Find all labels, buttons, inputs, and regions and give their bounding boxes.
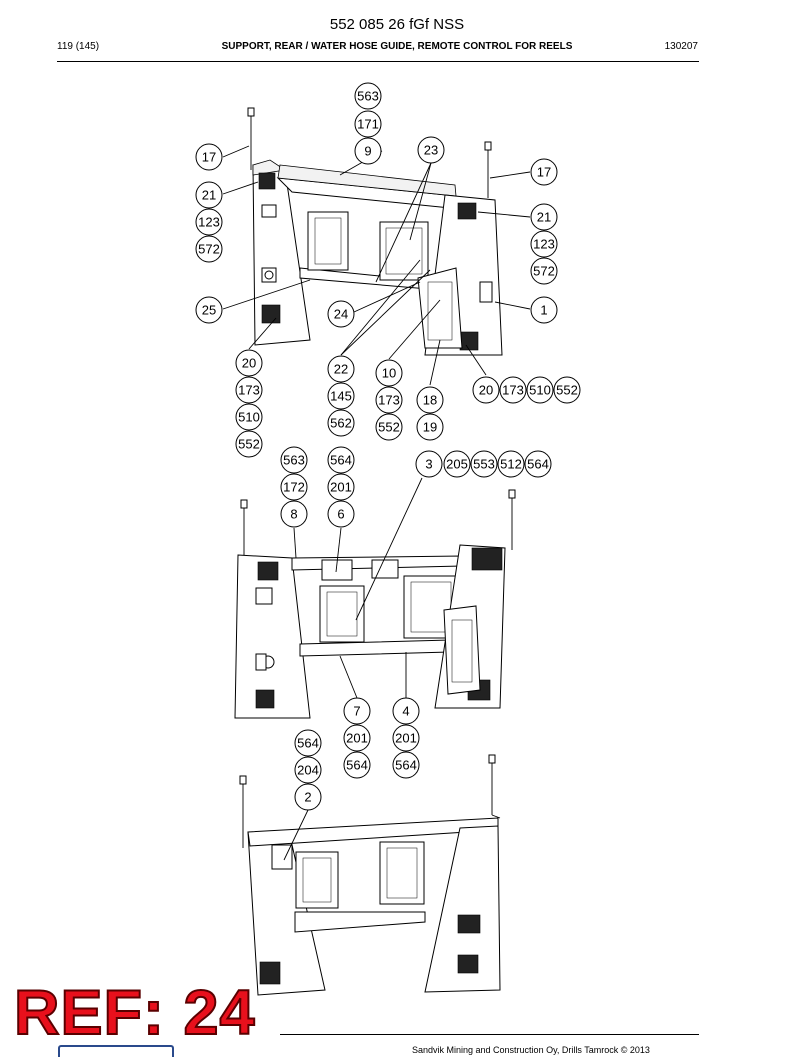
callout-label: 563 xyxy=(283,453,305,468)
sandvik-logo xyxy=(58,1045,174,1057)
callout-label: 22 xyxy=(334,362,348,377)
page-number: 119 (145) xyxy=(57,41,100,52)
callout-label: 23 xyxy=(424,143,438,158)
callout-label: 25 xyxy=(202,303,216,318)
callout-label: 201 xyxy=(330,480,352,495)
callout-label: 18 xyxy=(423,393,437,408)
callout-label: 9 xyxy=(364,144,371,159)
callout-label: 204 xyxy=(297,763,319,778)
callout-label: 510 xyxy=(529,383,551,398)
callout-label: 572 xyxy=(198,242,220,257)
callout-label: 510 xyxy=(238,410,260,425)
callout-label: 4 xyxy=(402,704,409,719)
callout-label: 6 xyxy=(337,507,344,522)
header-rule xyxy=(57,61,699,62)
callout-label: 564 xyxy=(346,758,368,773)
callout-label: 21 xyxy=(537,210,551,225)
callout-label: 20 xyxy=(479,383,493,398)
callout-label: 123 xyxy=(198,215,220,230)
callout-label: 552 xyxy=(238,437,260,452)
section-title: SUPPORT, REAR / WATER HOSE GUIDE, REMOTE… xyxy=(221,41,573,52)
callout-label: 512 xyxy=(500,457,522,472)
document-code: 130207 xyxy=(664,41,698,52)
callout-label: 552 xyxy=(378,420,400,435)
callout-label: 19 xyxy=(423,420,437,435)
callout-label: 564 xyxy=(395,758,417,773)
callout-label: 1 xyxy=(540,303,547,318)
callout-label: 564 xyxy=(330,453,352,468)
callout-label: 7 xyxy=(353,704,360,719)
callout-label: 562 xyxy=(330,416,352,431)
callout-label: 572 xyxy=(533,264,555,279)
callout-label: 2 xyxy=(304,790,311,805)
callout-label: 564 xyxy=(297,736,319,751)
callout-label: 552 xyxy=(556,383,578,398)
callout-label: 145 xyxy=(330,389,352,404)
callout-label: 172 xyxy=(283,480,305,495)
callout-label: 10 xyxy=(382,366,396,381)
callout-label: 24 xyxy=(334,307,348,322)
callout-label: 564 xyxy=(527,457,549,472)
callout-label: 201 xyxy=(395,731,417,746)
callout-label: 553 xyxy=(473,457,495,472)
assembly-drawing-c: 564 204 2 xyxy=(239,729,501,996)
callout-label: 20 xyxy=(242,356,256,371)
reference-stamp: REF: 24 xyxy=(13,978,256,1048)
assembly-drawing-a: 563 171 9 17 23 17 21 123 572 21 123 572… xyxy=(195,82,581,458)
assembly-drawing-b: 563 172 8 564 201 6 3 205 553 512 564 7 … xyxy=(234,446,552,779)
callout-label: 563 xyxy=(357,89,379,104)
callout-label: 123 xyxy=(533,237,555,252)
document-title: 552 085 26 fGf NSS xyxy=(329,16,465,33)
callout-label: 201 xyxy=(346,731,368,746)
callout-label: 173 xyxy=(502,383,524,398)
callout-label: 8 xyxy=(290,507,297,522)
callout-label: 171 xyxy=(357,117,379,132)
callout-label: 3 xyxy=(425,457,432,472)
footer-copyright: Sandvik Mining and Construction Oy, Dril… xyxy=(412,1045,650,1055)
callout-label: 21 xyxy=(202,188,216,203)
callout-label: 17 xyxy=(537,165,551,180)
callout-label: 173 xyxy=(238,383,260,398)
callout-label: 173 xyxy=(378,393,400,408)
footer-rule xyxy=(280,1034,699,1035)
callout-label: 205 xyxy=(446,457,468,472)
callout-label: 17 xyxy=(202,150,216,165)
